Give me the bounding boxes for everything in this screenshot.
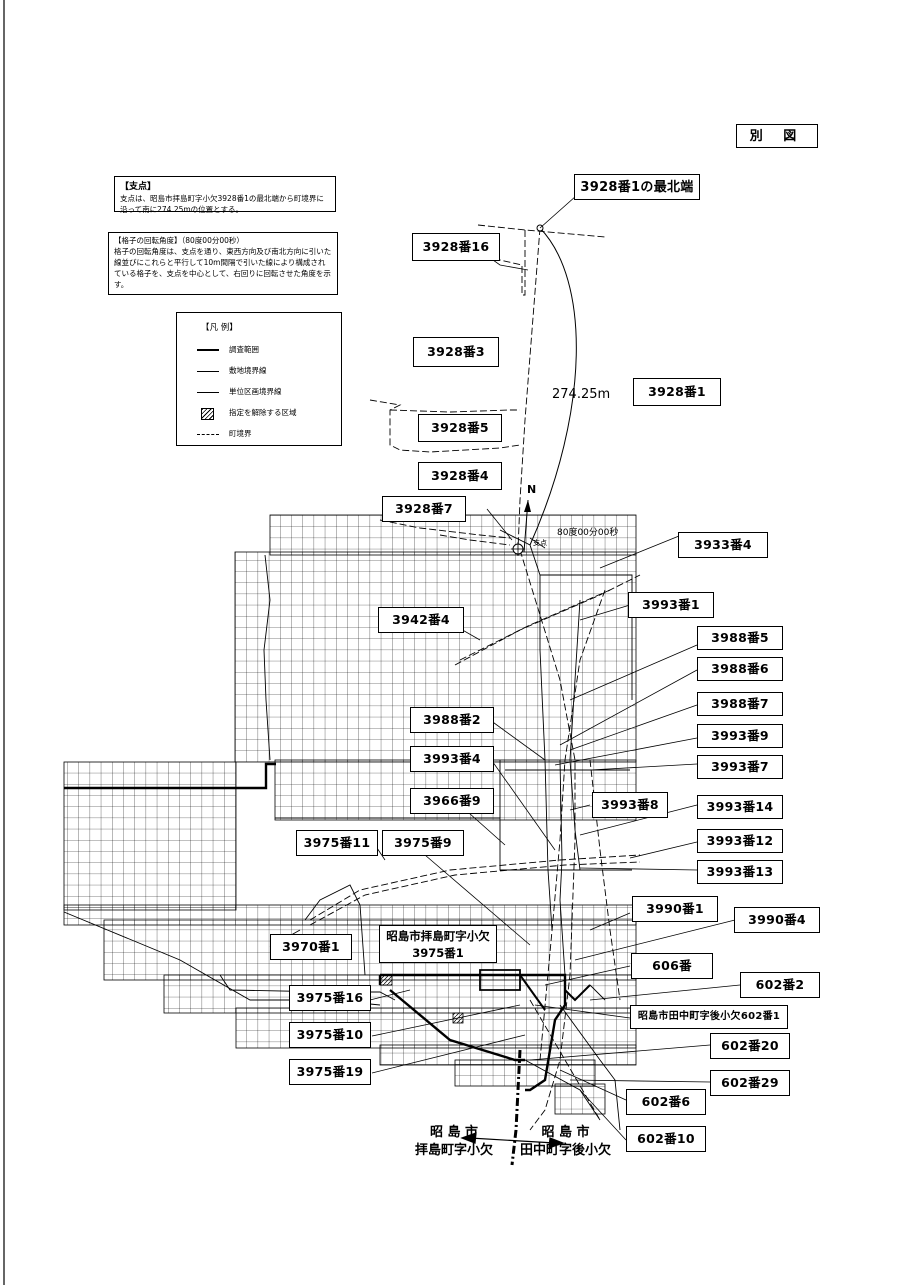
parcel-label: 3993番14 (697, 795, 783, 819)
north-end-label: 3928番1の最北端 (574, 174, 700, 200)
town-name-west: 昭 島 市 拝島町字小欠 (415, 1124, 493, 1160)
parcel-label: 3928番7 (382, 496, 466, 522)
parcel-number: 3975番1 (412, 946, 464, 960)
legend-item-label: 指定を解除する区域 (229, 408, 297, 417)
parcel-label: 602番20 (710, 1033, 790, 1059)
district-name: 昭島市拝島町字小欠 (386, 929, 490, 943)
parcel-label: 3975番9 (382, 830, 464, 856)
parcel-label: 606番 (631, 953, 713, 979)
parcel-label: 3993番8 (592, 792, 668, 818)
thick-line-icon (197, 345, 219, 355)
district-parcel-label: 昭島市拝島町字小欠 3975番1 (379, 925, 497, 963)
parcel-label: 3928番3 (413, 337, 499, 367)
parcel-label: 3988番5 (697, 626, 783, 650)
town-name-west-town: 拝島町字小欠 (415, 1143, 494, 1158)
parcel-label: 3988番2 (410, 707, 494, 733)
distance-arc (529, 227, 577, 546)
legend-item-unit-boundary: 単位区画境界線 (177, 381, 341, 402)
municipal-boundary (510, 1049, 522, 1166)
parcel-label: 3990番4 (734, 907, 820, 933)
thin-line-icon (197, 387, 219, 397)
support-point-label: 支点 (533, 539, 547, 547)
legend-item-survey-area: 調査範囲 (177, 339, 341, 360)
legend-item-label: 単位区画境界線 (229, 387, 282, 396)
support-point-note-title: 【支点】 (120, 182, 157, 192)
parcel-label: 602番29 (710, 1070, 790, 1096)
district-boundary-dashed (309, 224, 641, 1131)
parcel-label: 3988番7 (697, 692, 783, 716)
parcel-label: 3928番4 (418, 462, 502, 490)
north-label: N (527, 483, 537, 496)
thin-line-icon (197, 366, 219, 376)
parcel-label: 3993番7 (697, 755, 783, 779)
rotation-angle-note-body: 【格子の回転角度】（80度00分00秒） 格子の回転角度は、支点を通り、東西方向… (114, 236, 332, 289)
legend-item-label: 調査範囲 (229, 345, 259, 354)
parcel-label: 3993番13 (697, 860, 783, 884)
parcel-label: 3988番6 (697, 657, 783, 681)
support-point-note-body: 支点は、昭島市拝島町字小欠3928番1の最北端から町境界に沿って南に274.25… (120, 194, 324, 214)
town-name-east-city: 昭 島 市 (541, 1125, 590, 1140)
hatch-icon (197, 407, 219, 420)
parcel-label: 3993番9 (697, 724, 783, 748)
rotation-angle-label: 80度00分00秒 (557, 528, 619, 538)
legend-item-label: 町境界 (229, 429, 252, 438)
rotation-angle-note: 【格子の回転角度】（80度00分00秒） 格子の回転角度は、支点を通り、東西方向… (108, 232, 338, 295)
town-name-east-town: 田中町字後小欠 (520, 1143, 612, 1158)
parcel-label: 3933番4 (678, 532, 768, 558)
parcel-label: 3970番1 (270, 934, 352, 960)
parcel-label: 3975番16 (289, 985, 371, 1011)
legend-item-release-area: 指定を解除する区域 (177, 402, 341, 423)
parcel-label: 602番6 (626, 1089, 706, 1115)
legend-item-label: 敷地境界線 (229, 366, 267, 375)
dashed-line-icon (197, 429, 219, 439)
appendix-figure-label: 別 図 (736, 124, 818, 148)
parcel-label: 602番2 (740, 972, 820, 998)
parcel-label: 3975番19 (289, 1059, 371, 1085)
hatched-area-1 (379, 974, 393, 986)
parcel-label: 3993番4 (410, 746, 494, 772)
boundary-arrow-icon (460, 1132, 565, 1149)
legend: 【凡 例】 調査範囲 敷地境界線 単位区画境界線 指定を解除する区域 町境界 (176, 312, 342, 446)
legend-title: 【凡 例】 (201, 323, 238, 333)
parcel-label: 3990番1 (632, 896, 718, 922)
parcel-label: 3942番4 (378, 607, 464, 633)
parcel-label: 3975番10 (289, 1022, 371, 1048)
parcel-label: 3993番12 (697, 829, 783, 853)
parcel-label: 3928番5 (418, 414, 502, 442)
legend-item-town-boundary: 町境界 (177, 423, 341, 444)
town-name-east: 昭 島 市 田中町字後小欠 (520, 1124, 611, 1160)
parcel-label: 3966番9 (410, 788, 494, 814)
town-name-west-city: 昭 島 市 (429, 1125, 479, 1140)
parcel-label: 3928番1 (633, 378, 721, 406)
distance-label: 274.25m (552, 387, 611, 402)
support-point-note: 【支点】 支点は、昭島市拝島町字小欠3928番1の最北端から町境界に沿って南に2… (114, 176, 336, 214)
parcel-label: 3975番11 (296, 830, 378, 856)
parcel-label: 3993番1 (628, 592, 714, 618)
legend-item-lot-boundary: 敷地境界線 (177, 360, 341, 381)
parcel-label: 602番10 (626, 1126, 706, 1152)
parcel-label: 昭島市田中町字後小欠602番1 (630, 1005, 788, 1029)
parcel-label: 3928番16 (412, 233, 500, 261)
